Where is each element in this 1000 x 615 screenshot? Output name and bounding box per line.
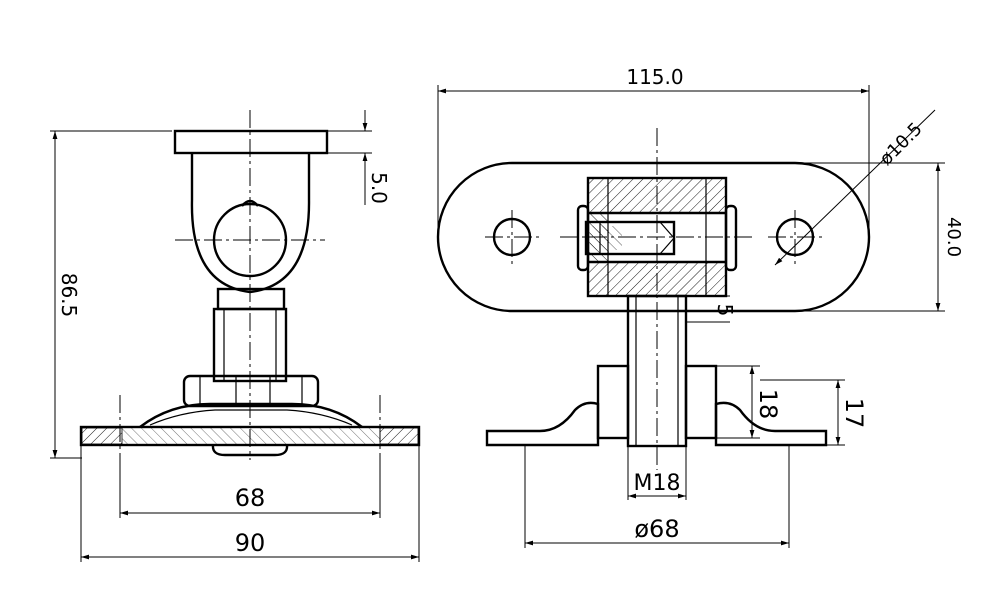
nut — [182, 374, 320, 408]
left-cap — [576, 204, 590, 272]
dim-hole-diameter: ø10.5 — [876, 119, 927, 170]
nut-right — [684, 364, 718, 440]
dim-base-hole-spacing: 68 — [235, 484, 266, 512]
dim-top-plate-thickness: 5.0 — [367, 172, 391, 204]
fork-sides — [190, 153, 311, 200]
top-plate — [173, 129, 329, 155]
nut-left — [596, 364, 630, 440]
side-view: 86.5 5.0 68 90 — [50, 110, 421, 562]
dim-plate-length: 115.0 — [626, 65, 683, 89]
dim-small-gap: 5 — [713, 304, 737, 317]
right-cap — [724, 204, 738, 272]
dim-nut-height: 18 — [754, 389, 782, 420]
dim-thread: M18 — [634, 471, 681, 496]
dim-total-height: 86.5 — [57, 273, 81, 318]
base-left — [485, 401, 600, 447]
foot — [211, 444, 289, 457]
dim-base-width: 90 — [235, 529, 266, 557]
dim-base-diameter: ø68 — [634, 515, 679, 543]
dim-plate-width: 40.0 — [943, 217, 964, 257]
dim-base-height: 17 — [840, 398, 868, 429]
obround-plate — [436, 161, 871, 313]
dome-base — [139, 402, 363, 428]
base-right — [714, 401, 828, 447]
section-view: 115.0 ø10.5 40.0 5 18 17 M18 ø68 — [436, 65, 964, 548]
